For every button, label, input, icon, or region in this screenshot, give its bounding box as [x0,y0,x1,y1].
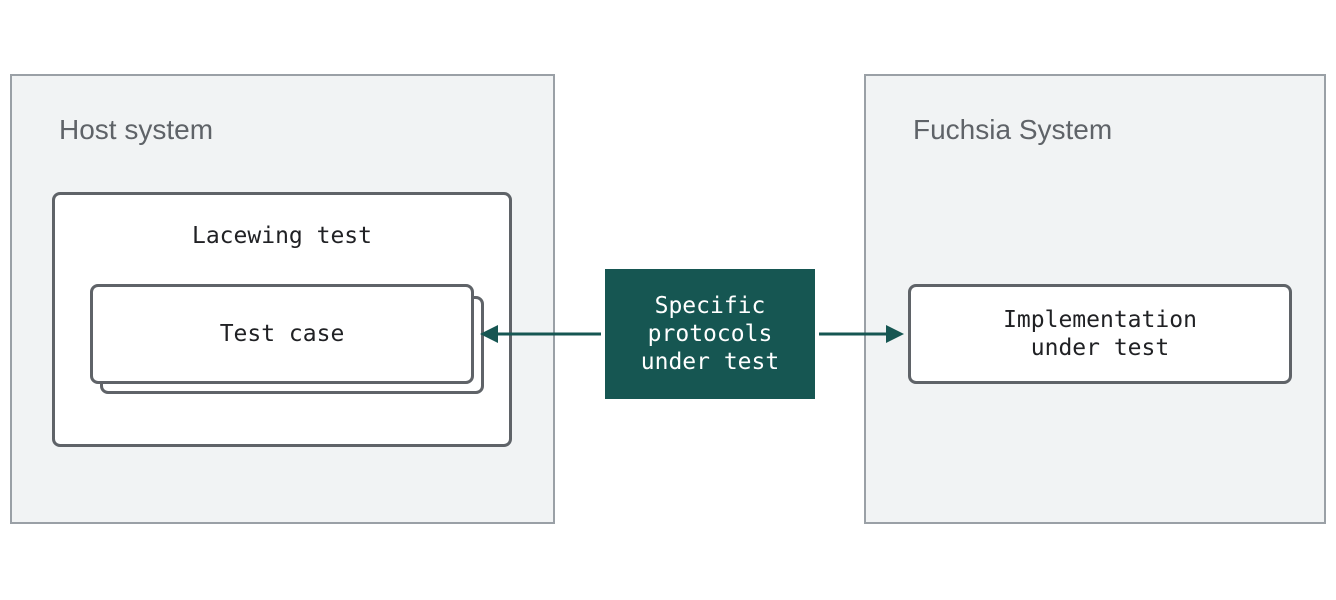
test-case-label: Test case [219,321,345,347]
arrow-to-test-case-head [480,325,498,343]
test-case-box: Test case [90,284,474,384]
fuchsia-system-label: Fuchsia System [913,114,1113,145]
lacewing-test-label: Lacewing test [191,223,372,249]
host-system-label: Host system [59,114,214,145]
protocols-under-test-box: Specific protocols under test [605,269,815,399]
implementation-under-test-box: Implementation under test [908,284,1292,384]
implementation-under-test-label: Implementation under test [1003,307,1197,361]
arrow-to-implementation-head [886,325,904,343]
